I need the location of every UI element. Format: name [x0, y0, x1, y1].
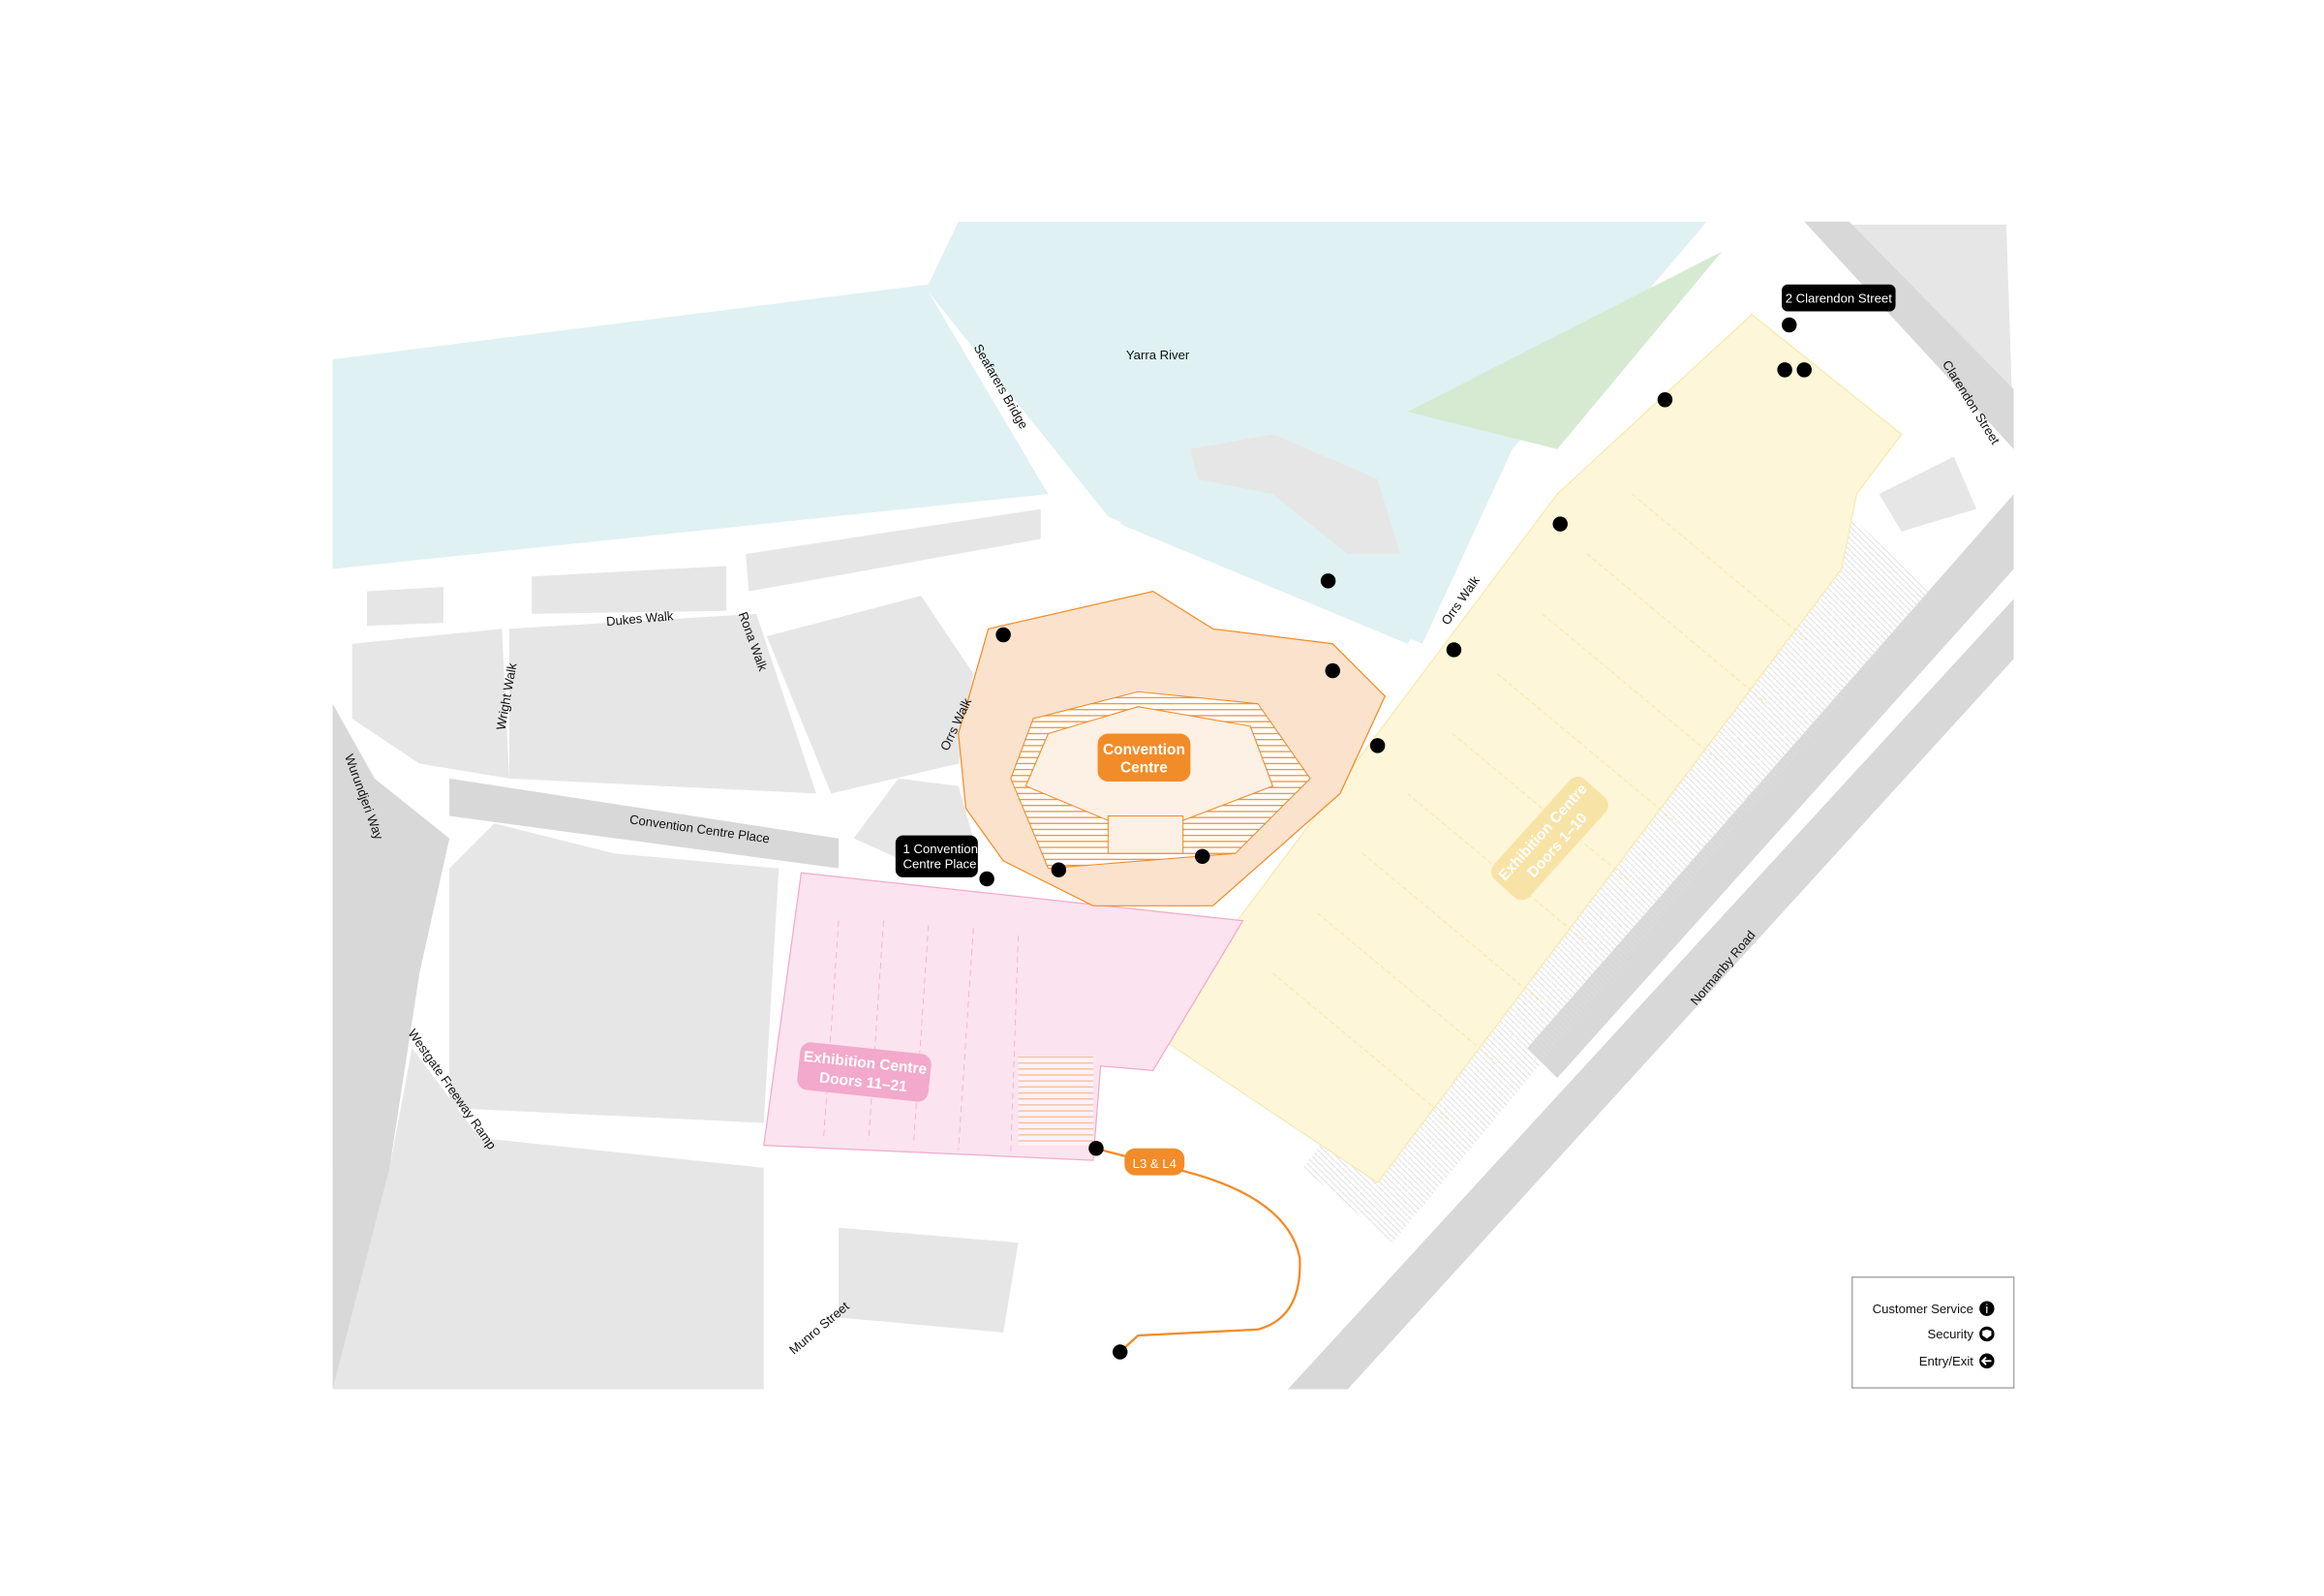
- entry-exit-icon: [1782, 317, 1797, 333]
- legend-entry-exit: Entry/Exit: [1919, 1354, 1974, 1368]
- info-icon: [1979, 1301, 1995, 1316]
- exhibition-centre-doors-1-10: [1151, 313, 1903, 1184]
- entry-exit-icon: [1325, 662, 1340, 679]
- entry-exit-icon: [995, 627, 1011, 643]
- legend: Customer Service i Security Entry/Exit: [1850, 1275, 2015, 1389]
- svg-text:i: i: [1985, 1302, 1988, 1316]
- entry-exit-icon: [1446, 642, 1462, 658]
- info-icon: [1051, 862, 1067, 877]
- entry-exit-icon: [1369, 738, 1386, 753]
- svg-text:Centre: Centre: [1120, 760, 1168, 777]
- svg-text:Centre Place: Centre Place: [903, 857, 977, 872]
- address-2-clarendon-street: 2 Clarendon Street: [1782, 284, 1896, 312]
- svg-text:1 Convention: 1 Convention: [903, 842, 978, 856]
- convention-centre-badge: Convention Centre: [1097, 733, 1191, 782]
- svg-text:Convention: Convention: [1103, 742, 1185, 758]
- label-dukes-walk: Dukes Walk: [605, 608, 674, 629]
- svg-text:L3 & L4: L3 & L4: [1133, 1156, 1177, 1171]
- parking-route: [1100, 1149, 1301, 1353]
- svg-text:2 Clarendon Street: 2 Clarendon Street: [1786, 291, 1893, 305]
- entry-exit-icon: [979, 871, 994, 887]
- shield-icon: [1195, 848, 1210, 865]
- entry-exit-icon: [1112, 1344, 1128, 1360]
- exhibition-b-badge: Exhibition Centre Doors 11–21: [797, 1042, 932, 1102]
- entry-exit-icon: [1552, 516, 1568, 532]
- entry-exit-icon: [1657, 392, 1673, 408]
- shield-icon: [1796, 362, 1812, 378]
- legend-customer-service: Customer Service: [1873, 1302, 1973, 1316]
- parking-icon: [1320, 573, 1336, 589]
- legend-security: Security: [1927, 1327, 1973, 1341]
- entry-exit-icon: [1088, 1141, 1104, 1156]
- park: [1407, 251, 1723, 449]
- info-icon: [1777, 362, 1792, 378]
- entry-exit-markers: [979, 317, 1812, 1360]
- normanby-road: [1287, 598, 2014, 1390]
- parking-badge-l3-l4: L3 & L4: [1124, 1148, 1185, 1176]
- address-1-convention-centre-place: 1 Convention Centre Place: [895, 835, 978, 877]
- label-yarra-river: Yarra River: [1126, 348, 1190, 362]
